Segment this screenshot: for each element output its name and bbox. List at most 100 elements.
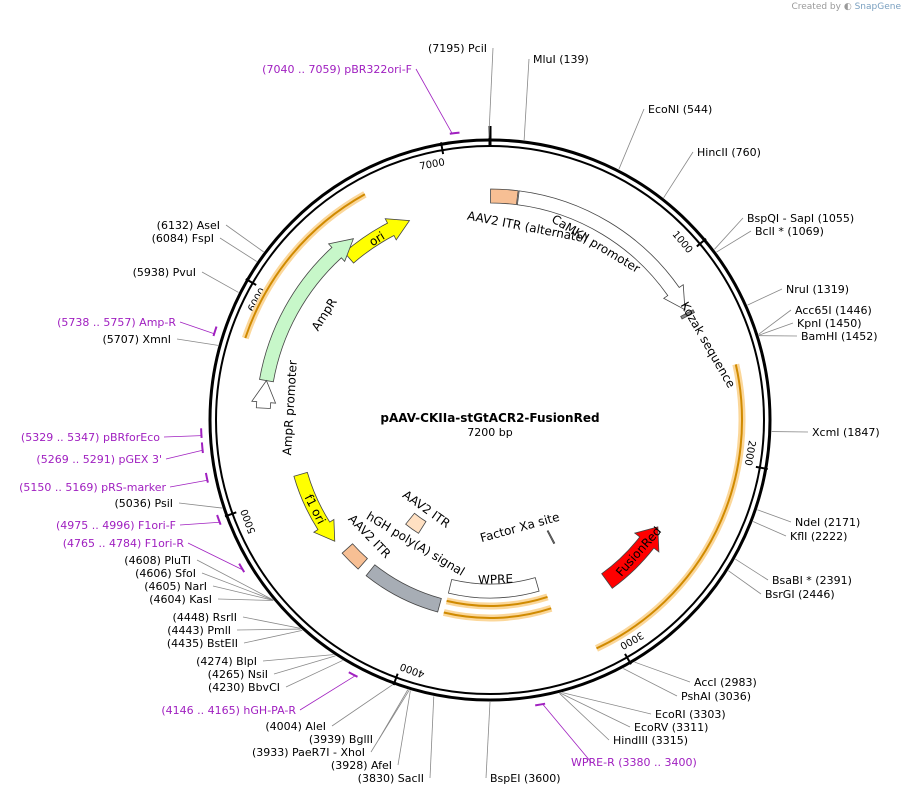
primer-pbr322ori-f[interactable]: (7040 .. 7059) pBR322ori-F — [262, 63, 412, 76]
site-bsabi[interactable]: BsaBI * (2391) — [772, 574, 852, 587]
feature-label-factor-xa-site: Factor Xa site — [479, 510, 561, 545]
orf-track — [446, 595, 548, 608]
primer-mark — [200, 428, 203, 438]
site-xmni[interactable]: (5707) XmnI — [102, 333, 171, 346]
site-blpi[interactable]: (4274) BlpI — [196, 655, 257, 668]
site-bglii[interactable]: (3939) BglII — [309, 733, 373, 746]
site-hindiii[interactable]: HindIII (3315) — [613, 734, 688, 747]
primer-f1ori-r[interactable]: (4765 .. 4784) F1ori-R — [63, 537, 185, 550]
primer-pgex-3[interactable]: (5269 .. 5291) pGEX 3' — [36, 453, 162, 466]
site-rsrii[interactable]: (4448) RsrII — [173, 611, 237, 624]
map-title: pAAV-CKIIa-stGtACR2-FusionRed — [380, 411, 599, 425]
site-pmli[interactable]: (4443) PmlI — [167, 624, 231, 637]
site-ecorv[interactable]: EcoRV (3311) — [634, 721, 708, 734]
site-leader — [618, 108, 645, 170]
site-pcii[interactable]: (7195) PciI — [428, 42, 487, 55]
site-leader — [623, 668, 678, 697]
site-psii[interactable]: (5036) PsiI — [114, 497, 173, 510]
site-leader — [196, 559, 273, 601]
feature-label-f1-ori: f1 ori — [302, 492, 329, 526]
site-leader — [242, 616, 300, 629]
primer-prs-marker[interactable]: (5150 .. 5169) pRS-marker — [19, 481, 166, 494]
primer-sites: (7040 .. 7059) pBR322ori-F (5738 .. 5757)… — [19, 63, 697, 769]
site-leader — [225, 224, 264, 253]
site-kfli[interactable]: KflI (2222) — [790, 530, 847, 543]
site-alei[interactable]: (4004) AleI — [265, 720, 326, 733]
site-leader — [634, 661, 691, 683]
orf-track-glow — [595, 363, 746, 652]
primer-leader — [163, 435, 202, 438]
site-acci[interactable]: AccI (2983) — [694, 676, 757, 689]
feature-ori[interactable] — [343, 218, 411, 264]
site-leader — [728, 570, 762, 595]
site-hincii[interactable]: HincII (760) — [697, 146, 761, 159]
site-sfoi[interactable]: (4606) SfoI — [135, 567, 196, 580]
site-leader — [663, 151, 694, 198]
orf-track — [244, 193, 366, 339]
site-mlui[interactable]: MluI (139) — [533, 53, 589, 66]
feature-label-ori: ori — [367, 229, 388, 249]
site-ndei[interactable]: NdeI (2171) — [795, 516, 860, 529]
feature-hgh-poly-a-signal[interactable] — [365, 564, 442, 613]
feature-wpre[interactable] — [447, 577, 540, 599]
site-xcmi[interactable]: XcmI (1847) — [812, 426, 880, 439]
site-acc65i[interactable]: Acc65I (1446) — [795, 304, 872, 317]
primer-mark — [204, 472, 209, 483]
site-bsteii[interactable]: (4435) BstEII — [167, 637, 238, 650]
feature-aav2-itr-alternate[interactable] — [490, 188, 519, 206]
primer-wpre-r[interactable]: WPRE-R (3380 .. 3400) — [571, 756, 697, 769]
feature-ampr-promoter[interactable] — [251, 379, 277, 409]
site-kasi[interactable]: (4604) KasI — [149, 593, 212, 606]
site-paer7i[interactable]: (3933) PaeR7I - XhoI — [252, 746, 365, 759]
site-bsrgi[interactable]: BsrGI (2446) — [765, 588, 835, 601]
site-bamhi[interactable]: BamHI (1452) — [801, 330, 878, 343]
site-leader — [758, 322, 794, 336]
site-afei[interactable]: (3928) AfeI — [331, 759, 392, 772]
site-pluti[interactable]: (4608) PluTI — [124, 554, 191, 567]
credit-prefix: Created by — [791, 2, 841, 12]
site-leader — [176, 338, 219, 346]
primer-f1ori-f[interactable]: (4975 .. 4996) F1ori-F — [56, 519, 176, 532]
feature-fusionred[interactable] — [601, 526, 660, 589]
primer-mark — [348, 671, 358, 678]
snapgene-logo-icon: ◐ — [843, 2, 852, 12]
primer-amp-r[interactable]: (5738 .. 5757) Amp-R — [57, 316, 176, 329]
feature-aav2-itr-2[interactable] — [405, 512, 427, 534]
site-nrui[interactable]: NruI (1319) — [786, 283, 849, 296]
primer-leader — [169, 479, 208, 488]
site-leader — [397, 690, 411, 766]
site-asei[interactable]: (6132) AseI — [157, 219, 220, 232]
site-sacii[interactable]: (3830) SacII — [358, 772, 424, 785]
feature-aav2-itr[interactable] — [341, 543, 368, 570]
feature-kozak-sequence[interactable] — [680, 309, 695, 320]
feature-factor-xa-site[interactable] — [546, 530, 556, 545]
site-leader — [212, 585, 274, 601]
primer-hgh-pa-r[interactable]: (4146 .. 4165) hGH-PA-R — [161, 704, 296, 717]
site-fspi[interactable]: (6084) FspI — [152, 232, 214, 245]
feature-ampr[interactable] — [259, 238, 355, 383]
primer-mark — [200, 442, 204, 454]
orf-track — [596, 364, 743, 650]
site-leader — [236, 628, 301, 631]
site-econi[interactable]: EcoNI (544) — [648, 103, 712, 116]
site-bcli[interactable]: BclI * (1069) — [755, 225, 824, 238]
site-leader — [217, 598, 274, 601]
site-nari[interactable]: (4605) NarI — [144, 580, 207, 593]
primer-mark — [449, 131, 460, 135]
site-pvui[interactable]: (5938) PvuI — [133, 266, 196, 279]
scale-tick — [696, 237, 707, 248]
site-bspqi[interactable]: BspQI - SapI (1055) — [747, 212, 854, 225]
primer-leader — [179, 321, 215, 335]
feature-f1-ori[interactable] — [293, 471, 336, 542]
scale-tick — [224, 511, 237, 518]
primer-pbrforeco[interactable]: (5329 .. 5347) pBRforEco — [21, 431, 160, 444]
site-ecori[interactable]: EcoRI (3303) — [655, 708, 726, 721]
site-pshai[interactable]: PshAI (3036) — [681, 690, 751, 703]
site-nsii[interactable]: (4265) NsiI — [208, 668, 268, 681]
site-kpni[interactable]: KpnI (1450) — [797, 317, 862, 330]
site-leader — [735, 558, 769, 581]
feature-camkii-promoter[interactable] — [516, 190, 686, 311]
credit-brand: SnapGene — [854, 2, 901, 12]
site-bspei[interactable]: BspEI (3600) — [490, 772, 561, 785]
site-bbvci[interactable]: (4230) BbvCI — [208, 681, 280, 694]
